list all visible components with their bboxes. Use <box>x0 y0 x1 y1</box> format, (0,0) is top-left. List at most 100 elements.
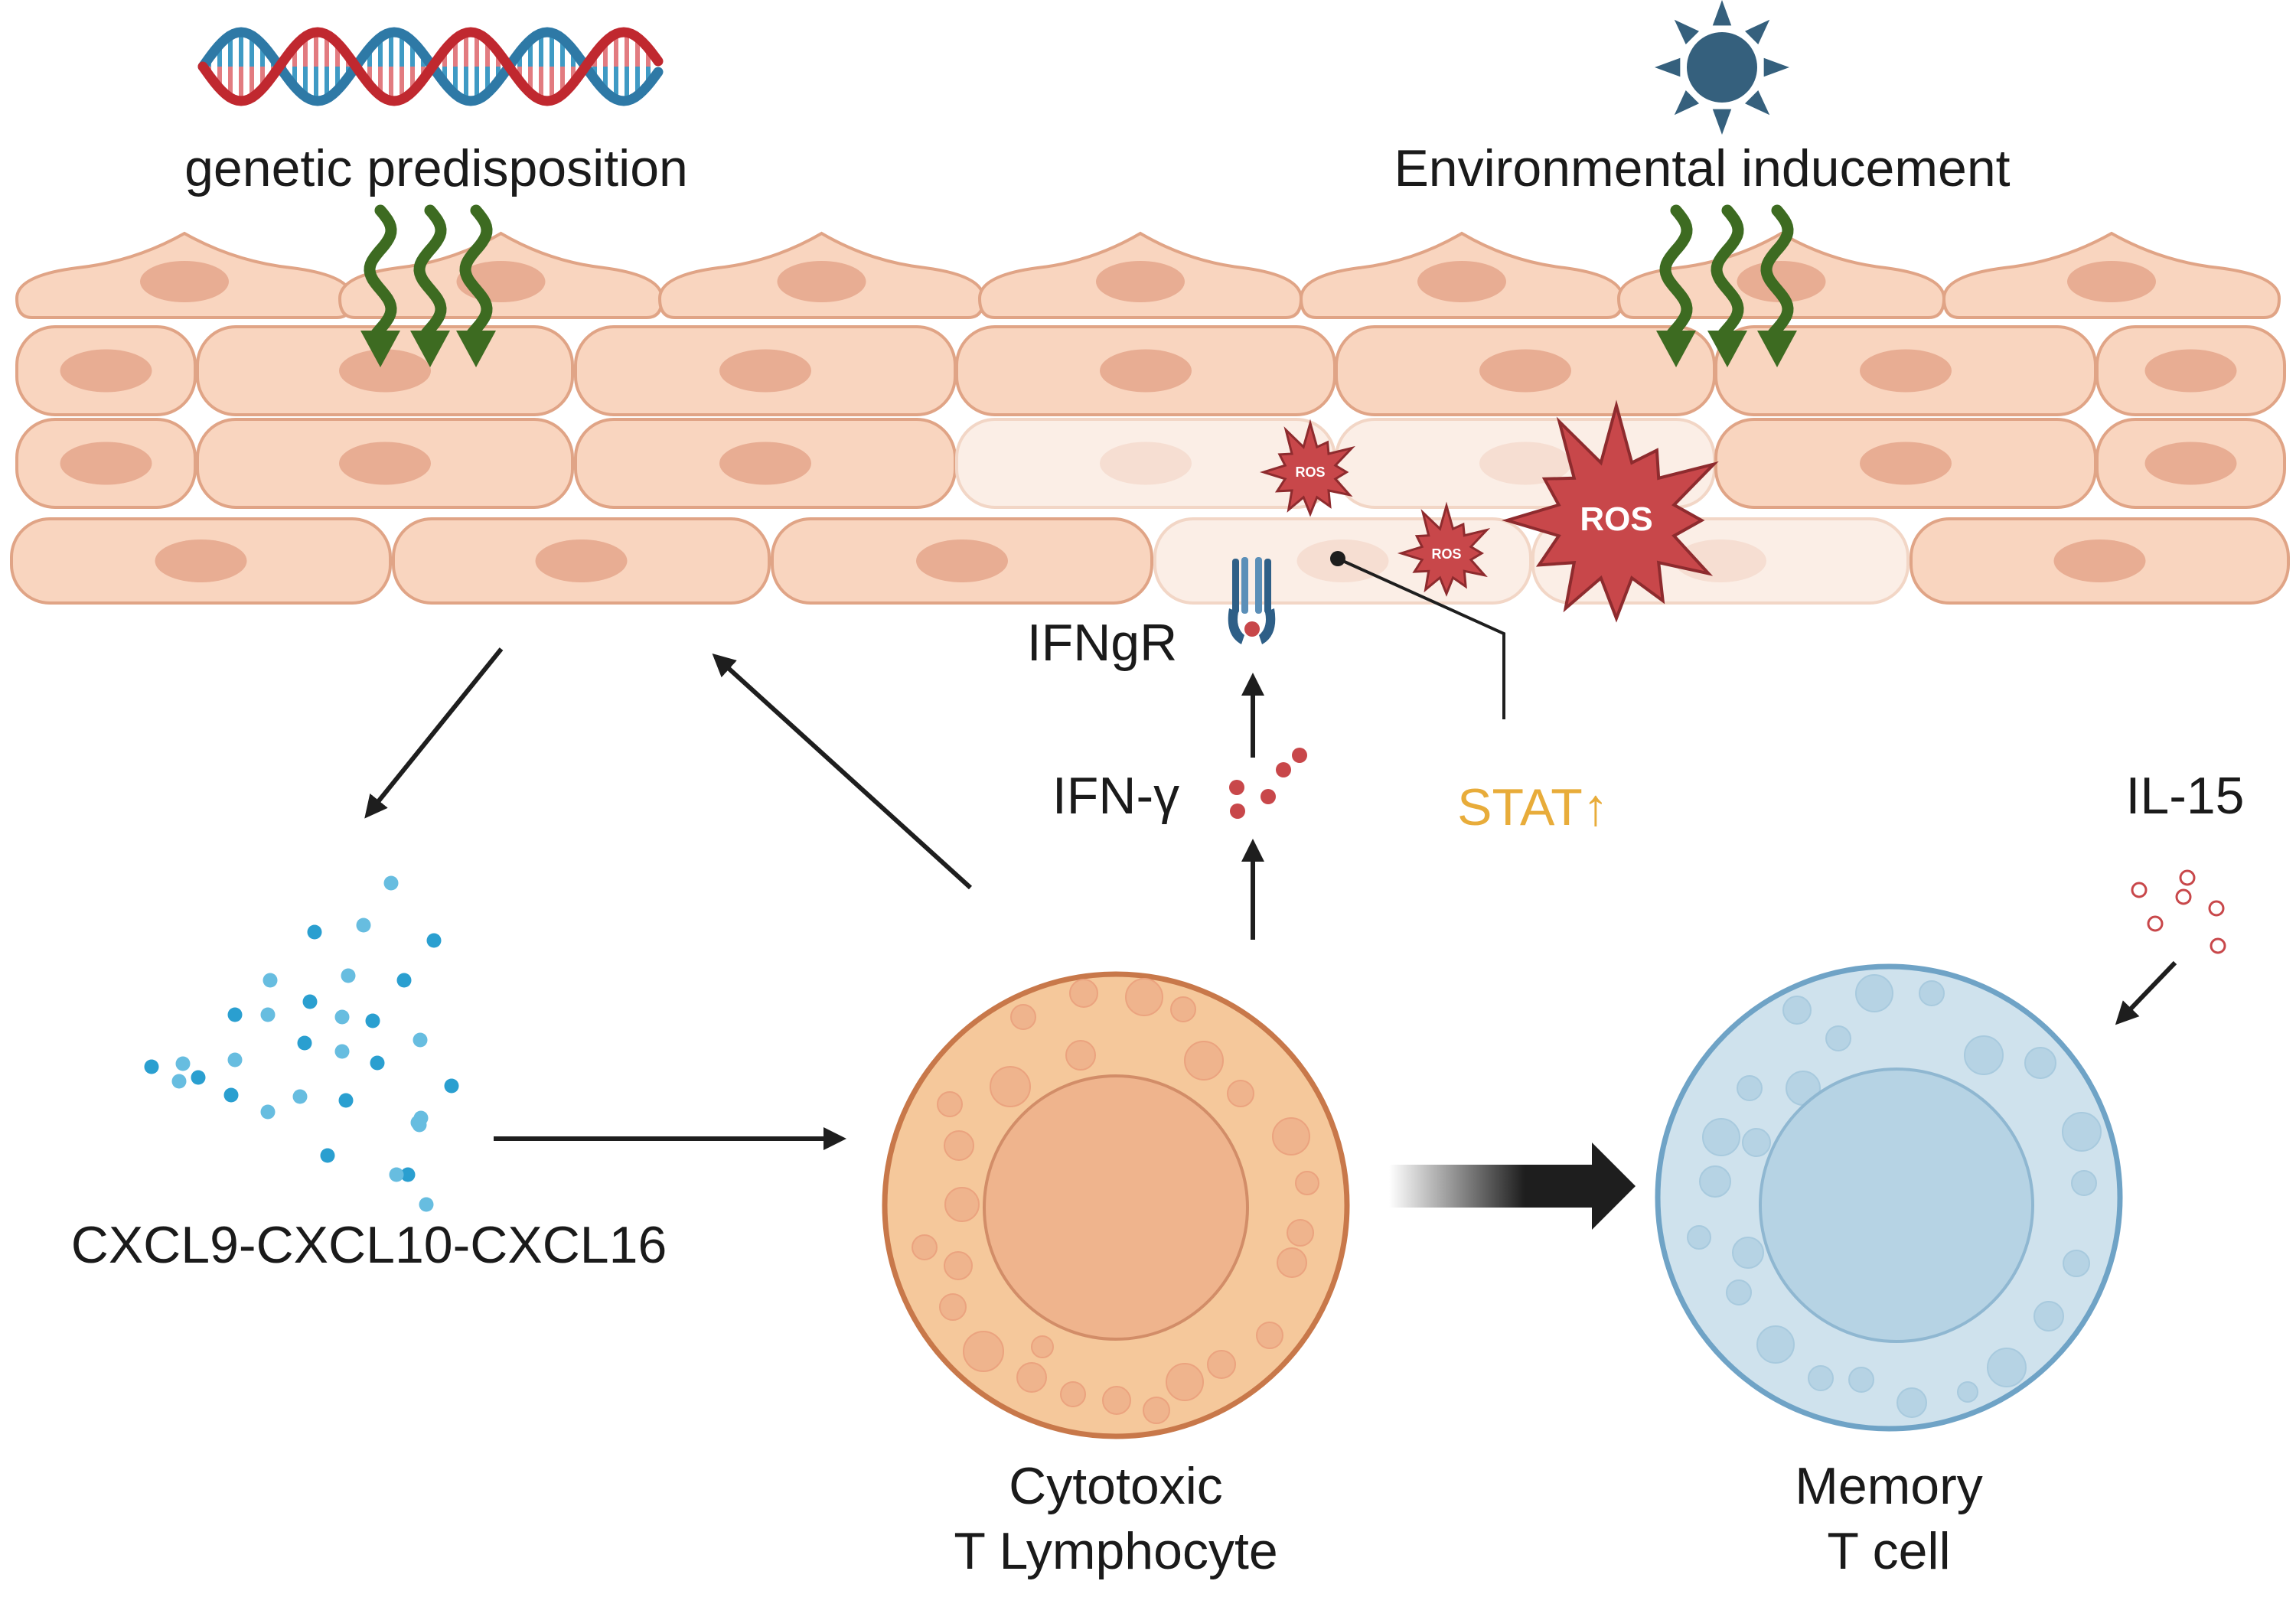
chemokine-dot <box>413 1032 428 1048</box>
arrow-ctl-to-epithelium <box>712 653 973 890</box>
ros-burst-icon-large: ROS <box>1502 399 1719 623</box>
cell-nucleus <box>2144 349 2237 393</box>
memory-granule <box>1987 1348 2027 1387</box>
memory-granule <box>2033 1301 2064 1332</box>
sun-disc <box>1687 32 1757 103</box>
chemokine-dot <box>426 933 442 948</box>
ctl-granule <box>1069 979 1098 1008</box>
memory-granule <box>1896 1387 1927 1418</box>
ifngr-label: IFNgR <box>1027 614 1177 672</box>
chemokine-dot <box>400 1167 416 1182</box>
memory-granule <box>1687 1225 1711 1250</box>
ctl-granule <box>1016 1362 1047 1393</box>
memory-granule <box>1742 1128 1771 1157</box>
memory-label-line1: Memory <box>1795 1457 1983 1515</box>
chemokine-dot <box>191 1070 206 1085</box>
arrow-il15-to-memory <box>2115 960 2177 1025</box>
sun-ray <box>1655 57 1681 77</box>
ros-label-large: ROS <box>1580 500 1652 538</box>
ctl-granule <box>1065 1040 1096 1071</box>
ctl-granule <box>1184 1041 1224 1081</box>
chemokines-label: CXCL9-CXCL10-CXCL16 <box>71 1216 667 1274</box>
sun-ray <box>1712 109 1732 135</box>
sun-ray <box>1712 0 1732 26</box>
ifng-dot <box>1229 780 1244 795</box>
chemokine-dot <box>334 1044 350 1059</box>
memory-granule <box>1702 1118 1740 1156</box>
chemokine-dot <box>302 994 318 1009</box>
ctl-granule <box>912 1234 938 1260</box>
chemokine-dot <box>320 1148 335 1163</box>
memory-granule <box>2063 1250 2090 1277</box>
ctl-granule <box>1125 978 1163 1016</box>
green-arrow-head <box>410 331 450 367</box>
ctl-granule <box>937 1091 963 1117</box>
cell-nucleus <box>155 539 247 582</box>
il15-dot <box>2208 900 2225 917</box>
ctl-granule <box>1277 1247 1307 1278</box>
chemokine-dot <box>365 1013 380 1028</box>
chemokine-dot <box>341 968 356 983</box>
chemokine-dot <box>370 1055 385 1071</box>
sun-ray <box>1745 19 1770 44</box>
cell-nucleus <box>2067 261 2156 302</box>
memory-t-cell <box>1655 963 2123 1432</box>
memory-granule <box>1808 1365 1834 1391</box>
chemokine-dot <box>412 1117 427 1133</box>
chemokine-dot <box>292 1089 308 1104</box>
cell-nucleus <box>2053 539 2146 582</box>
chemokine-dot <box>260 1104 276 1120</box>
chemokine-dot <box>396 973 412 988</box>
il15-dot <box>2131 882 2148 898</box>
memory-granule <box>1732 1237 1764 1269</box>
ros-label-small-2: ROS <box>1431 546 1461 562</box>
ctl-granule <box>1060 1381 1086 1407</box>
il15-dots <box>2131 869 2226 954</box>
memory-granule <box>2024 1047 2056 1079</box>
chemokine-dot <box>419 1197 434 1212</box>
ctl-granule <box>1031 1335 1054 1358</box>
sun-ray <box>1763 57 1789 77</box>
ctl-granule <box>990 1066 1031 1107</box>
ifng-label: IFN-γ <box>1052 767 1179 825</box>
chemokine-dot <box>260 1007 276 1022</box>
chemokine-dot <box>144 1059 159 1074</box>
memory-granule <box>2071 1170 2097 1196</box>
cell-nucleus <box>777 261 866 302</box>
ctl-granule <box>1287 1219 1314 1247</box>
ctl-granule <box>1102 1386 1131 1415</box>
memory-granule <box>1825 1025 1851 1051</box>
chemokine-dot <box>334 1009 350 1025</box>
ros-burst-icon-small-2: ROS <box>1397 501 1491 597</box>
ctl-granule <box>1010 1004 1036 1030</box>
ctl-granule <box>1170 996 1196 1022</box>
stat-pointer <box>1330 551 1505 719</box>
flow-arrows <box>364 647 2177 1230</box>
arrow-epithelium-to-chemokines <box>364 647 504 819</box>
epithelial-layer <box>10 231 2290 605</box>
environmental-inducement-label: Environmental inducement <box>1394 139 2010 197</box>
chemokine-dot <box>356 918 371 933</box>
green-arrow-head <box>456 331 496 367</box>
ifng-dots <box>1229 748 1307 819</box>
ctl-granule <box>1272 1117 1310 1156</box>
cell-nucleus <box>1100 442 1192 485</box>
dna-icon <box>197 27 664 106</box>
green-wavy-arrow <box>1760 204 1794 343</box>
ctl-label-line2: T Lymphocyte <box>954 1522 1277 1580</box>
sun-ray <box>1745 90 1770 116</box>
ctl-granule <box>1143 1397 1170 1424</box>
green-arrow-head <box>1707 331 1747 367</box>
cell-nucleus <box>1096 261 1185 302</box>
green-arrow-head <box>1757 331 1797 367</box>
chemokine-dot <box>383 875 399 891</box>
chemokine-dot <box>227 1007 243 1022</box>
green-wavy-arrow <box>364 204 397 343</box>
chemokine-dots <box>144 875 459 1212</box>
memory-granule <box>1957 1381 1978 1403</box>
green-wavy-arrow <box>459 204 493 343</box>
chemokine-dot <box>307 924 322 940</box>
cell-nucleus <box>2144 442 2237 485</box>
chemokine-dot <box>171 1074 187 1089</box>
